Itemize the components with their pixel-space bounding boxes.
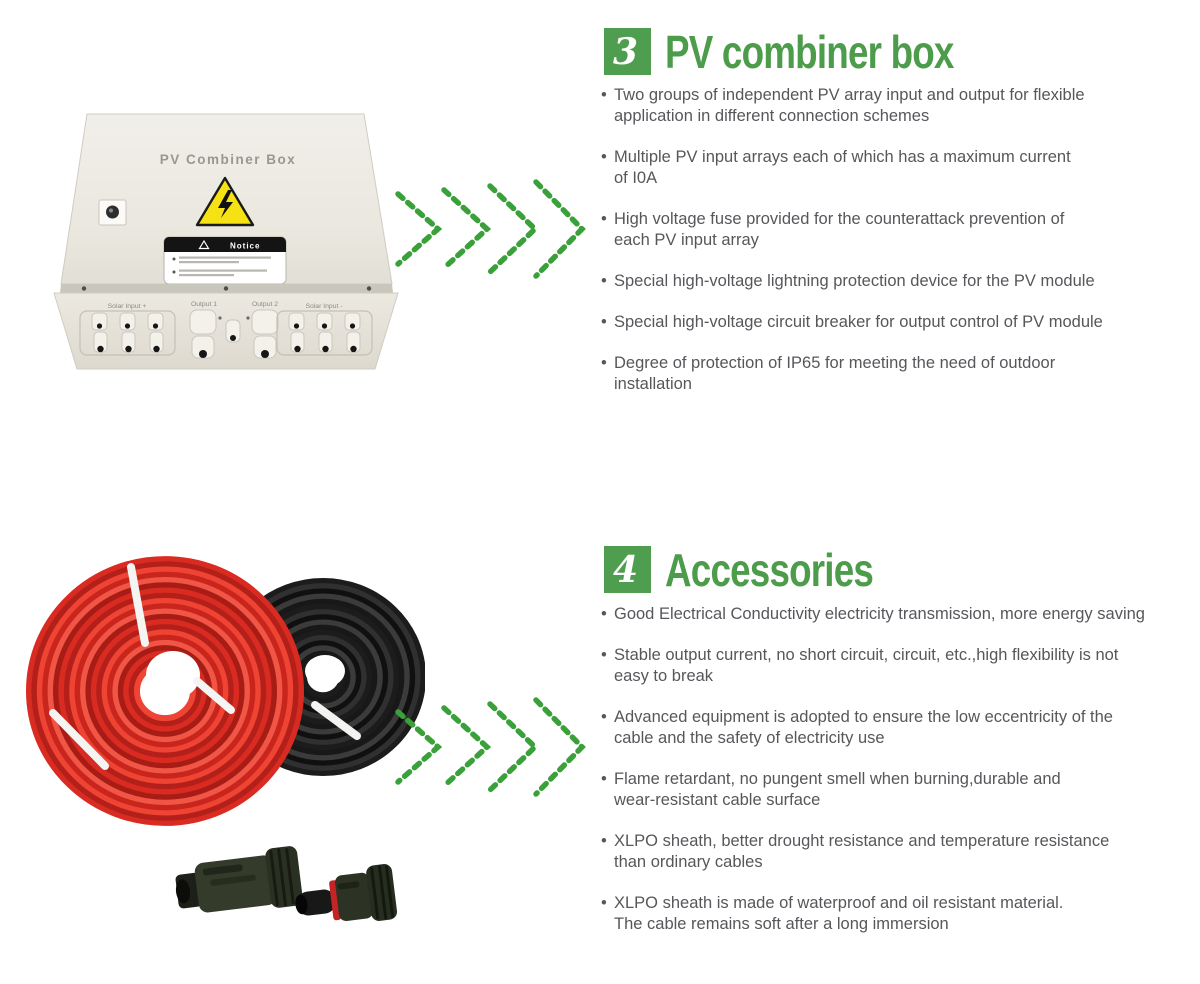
port-label: Solar Input + bbox=[108, 303, 147, 310]
list-item: Flame retardant, no pungent smell when b… bbox=[601, 769, 1200, 811]
bullet-text: Special high-voltage circuit breaker for… bbox=[614, 313, 1103, 331]
bullet-text: Stable output current, no short circuit,… bbox=[614, 646, 1119, 685]
bullet-text: Multiple PV input arrays each of which h… bbox=[614, 148, 1071, 187]
section-title: PV combiner box bbox=[665, 25, 954, 78]
black-coil-hole bbox=[305, 655, 345, 687]
notice-warning-icon bbox=[198, 239, 210, 250]
port-label: Solar Input - bbox=[305, 303, 342, 310]
list-item: Special high-voltage lightning protectio… bbox=[601, 271, 1200, 292]
section-number-badge: 4 bbox=[604, 546, 651, 593]
list-item: High voltage fuse provided for the count… bbox=[601, 209, 1200, 251]
high-voltage-triangle-icon bbox=[195, 176, 255, 227]
notice-title: Notice bbox=[230, 242, 260, 251]
pv-combiner-feature-list: Two groups of independent PV array input… bbox=[601, 85, 1200, 415]
list-item: Advanced equipment is adopted to ensure … bbox=[601, 707, 1200, 749]
pv-combiner-box-image: PV Combiner Box Notice bbox=[53, 113, 399, 370]
accessories-feature-list: Good Electrical Conductivity electricity… bbox=[601, 604, 1200, 955]
section-title: Accessories bbox=[665, 543, 874, 596]
red-cable-coil bbox=[26, 556, 304, 826]
bullet-text: Two groups of independent PV array input… bbox=[614, 86, 1085, 125]
bullet-text: XLPO sheath is made of waterproof and oi… bbox=[614, 894, 1064, 933]
accessories-image bbox=[26, 556, 425, 922]
bullet-text: Degree of protection of IP65 for meeting… bbox=[614, 354, 1056, 393]
section-heading-pv-combiner-box: 3 PV combiner box bbox=[604, 28, 1026, 75]
box-gland-panel: Solar Input + Output 1 Output 2 Solar In… bbox=[53, 292, 399, 370]
list-item: Two groups of independent PV array input… bbox=[601, 85, 1200, 127]
bullet-text: Special high-voltage lightning protectio… bbox=[614, 272, 1095, 290]
notice-label: Notice bbox=[163, 236, 287, 285]
bullet-text: XLPO sheath, better drought resistance a… bbox=[614, 832, 1110, 871]
port-label: Output 2 bbox=[252, 301, 278, 308]
box-top-label: PV Combiner Box bbox=[160, 152, 297, 167]
bullet-text: High voltage fuse provided for the count… bbox=[614, 210, 1065, 249]
cable-tie-strap bbox=[311, 701, 361, 740]
list-item: XLPO sheath is made of waterproof and oi… bbox=[601, 893, 1200, 935]
bullet-text: Good Electrical Conductivity electricity… bbox=[614, 605, 1145, 623]
list-item: Special high-voltage circuit breaker for… bbox=[601, 312, 1200, 333]
box-latch bbox=[98, 199, 127, 226]
dashed-arrow-chevrons bbox=[395, 179, 586, 279]
mc4-connector-female bbox=[175, 846, 303, 913]
cable-tie-straps bbox=[49, 563, 235, 770]
section-number: 3 bbox=[612, 30, 639, 73]
list-item: Stable output current, no short circuit,… bbox=[601, 645, 1200, 687]
mc4-connector-male bbox=[295, 864, 398, 922]
red-coil-hole bbox=[146, 651, 200, 699]
list-item: XLPO sheath, better drought resistance a… bbox=[601, 831, 1200, 873]
section-number: 4 bbox=[612, 548, 639, 591]
bullet-text: Advanced equipment is adopted to ensure … bbox=[614, 708, 1113, 747]
list-item: Good Electrical Conductivity electricity… bbox=[601, 604, 1200, 625]
port-label: Output 1 bbox=[191, 301, 217, 308]
dashed-arrow-chevrons bbox=[395, 697, 586, 797]
section-heading-accessories: 4 Accessories bbox=[604, 546, 925, 593]
section-number-badge: 3 bbox=[604, 28, 651, 75]
bullet-text: Flame retardant, no pungent smell when b… bbox=[614, 770, 1061, 809]
list-item: Multiple PV input arrays each of which h… bbox=[601, 147, 1200, 189]
list-item: Degree of protection of IP65 for meeting… bbox=[601, 353, 1200, 395]
